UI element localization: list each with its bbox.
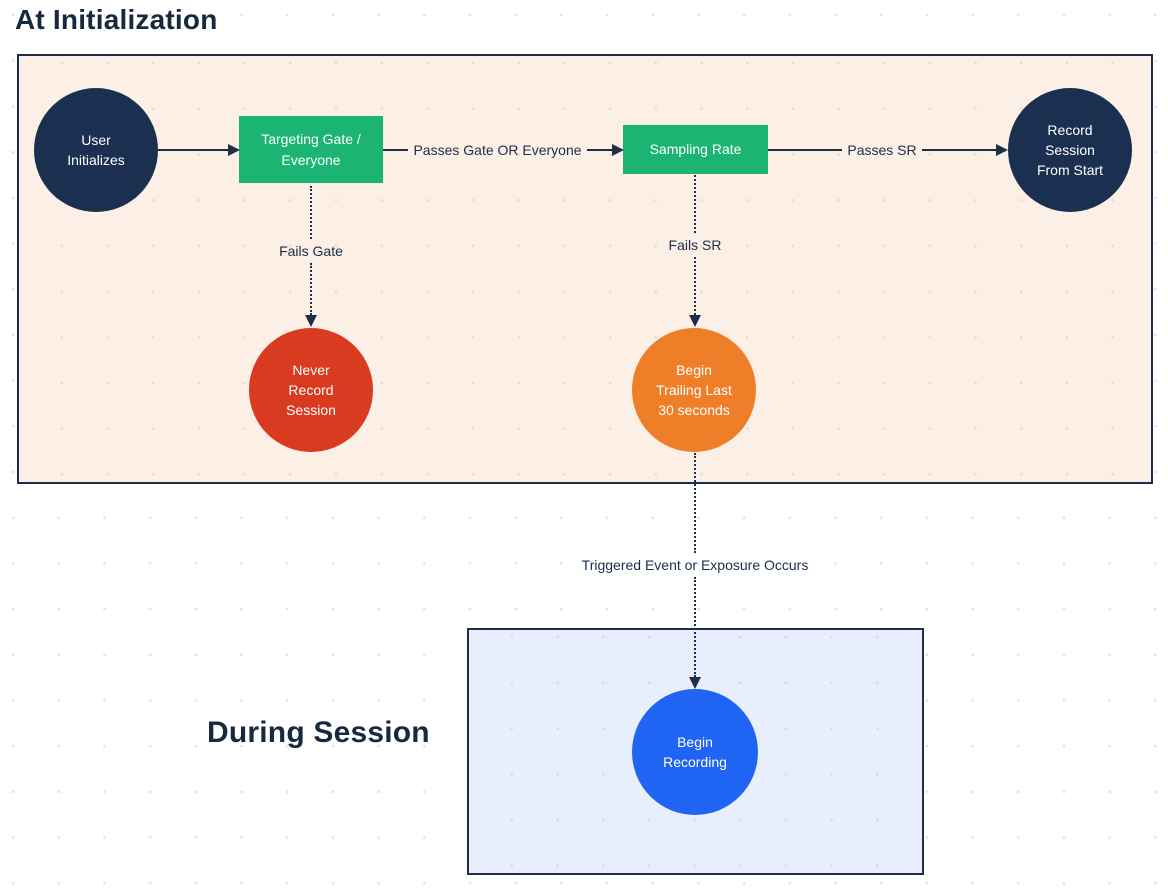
edge-label-triggered-event: Triggered Event or Exposure Occurs bbox=[581, 557, 809, 573]
edge-label-fails-gate: Fails Gate bbox=[279, 242, 343, 259]
arrow-down-icon bbox=[305, 315, 317, 327]
edge-fails-sr: Fails SR bbox=[625, 175, 765, 327]
node-sampling-rate: Sampling Rate bbox=[623, 125, 768, 174]
arrow-down-icon bbox=[689, 677, 701, 689]
edge-dotted-line bbox=[694, 257, 696, 315]
node-user-initializes: User Initializes bbox=[34, 88, 158, 212]
edge-fails-gate: Fails Gate bbox=[241, 186, 381, 327]
edge-line bbox=[158, 149, 228, 151]
arrow-down-icon bbox=[689, 315, 701, 327]
arrow-right-icon bbox=[612, 144, 625, 156]
edge-label-passes-sr: Passes SR bbox=[847, 142, 917, 158]
edge-line bbox=[383, 149, 409, 151]
node-targeting-gate: Targeting Gate / Everyone bbox=[239, 116, 383, 183]
edge-dotted-line bbox=[694, 577, 696, 677]
edge-passes-gate: Passes Gate OR Everyone bbox=[383, 136, 625, 164]
during-session-title: During Session bbox=[207, 716, 430, 749]
node-begin-trailing-last-30-seconds: Begin Trailing Last 30 seconds bbox=[632, 328, 756, 452]
edge-passes-sr: Passes SR bbox=[768, 136, 1008, 164]
edge-user-to-targeting-gate bbox=[158, 136, 240, 164]
edge-line bbox=[768, 149, 843, 151]
edge-dotted-line bbox=[310, 262, 312, 315]
edge-dotted-line bbox=[694, 175, 696, 233]
edge-label-passes-gate: Passes Gate OR Everyone bbox=[413, 142, 582, 158]
initialization-panel bbox=[17, 54, 1153, 484]
edge-line bbox=[586, 149, 613, 151]
at-initialization-title: At Initialization bbox=[15, 4, 218, 35]
edge-line bbox=[921, 149, 996, 151]
arrow-right-icon bbox=[996, 144, 1008, 156]
edge-triggered-event: Triggered Event or Exposure Occurs bbox=[545, 453, 845, 689]
node-record-session-from-start: Record Session From Start bbox=[1008, 88, 1132, 212]
node-never-record-session: Never Record Session bbox=[249, 328, 373, 452]
arrow-right-icon bbox=[228, 144, 240, 156]
edge-dotted-line bbox=[310, 186, 312, 239]
edge-label-fails-sr: Fails SR bbox=[668, 237, 722, 253]
node-begin-recording: Begin Recording bbox=[632, 689, 758, 815]
edge-dotted-line bbox=[694, 453, 696, 553]
